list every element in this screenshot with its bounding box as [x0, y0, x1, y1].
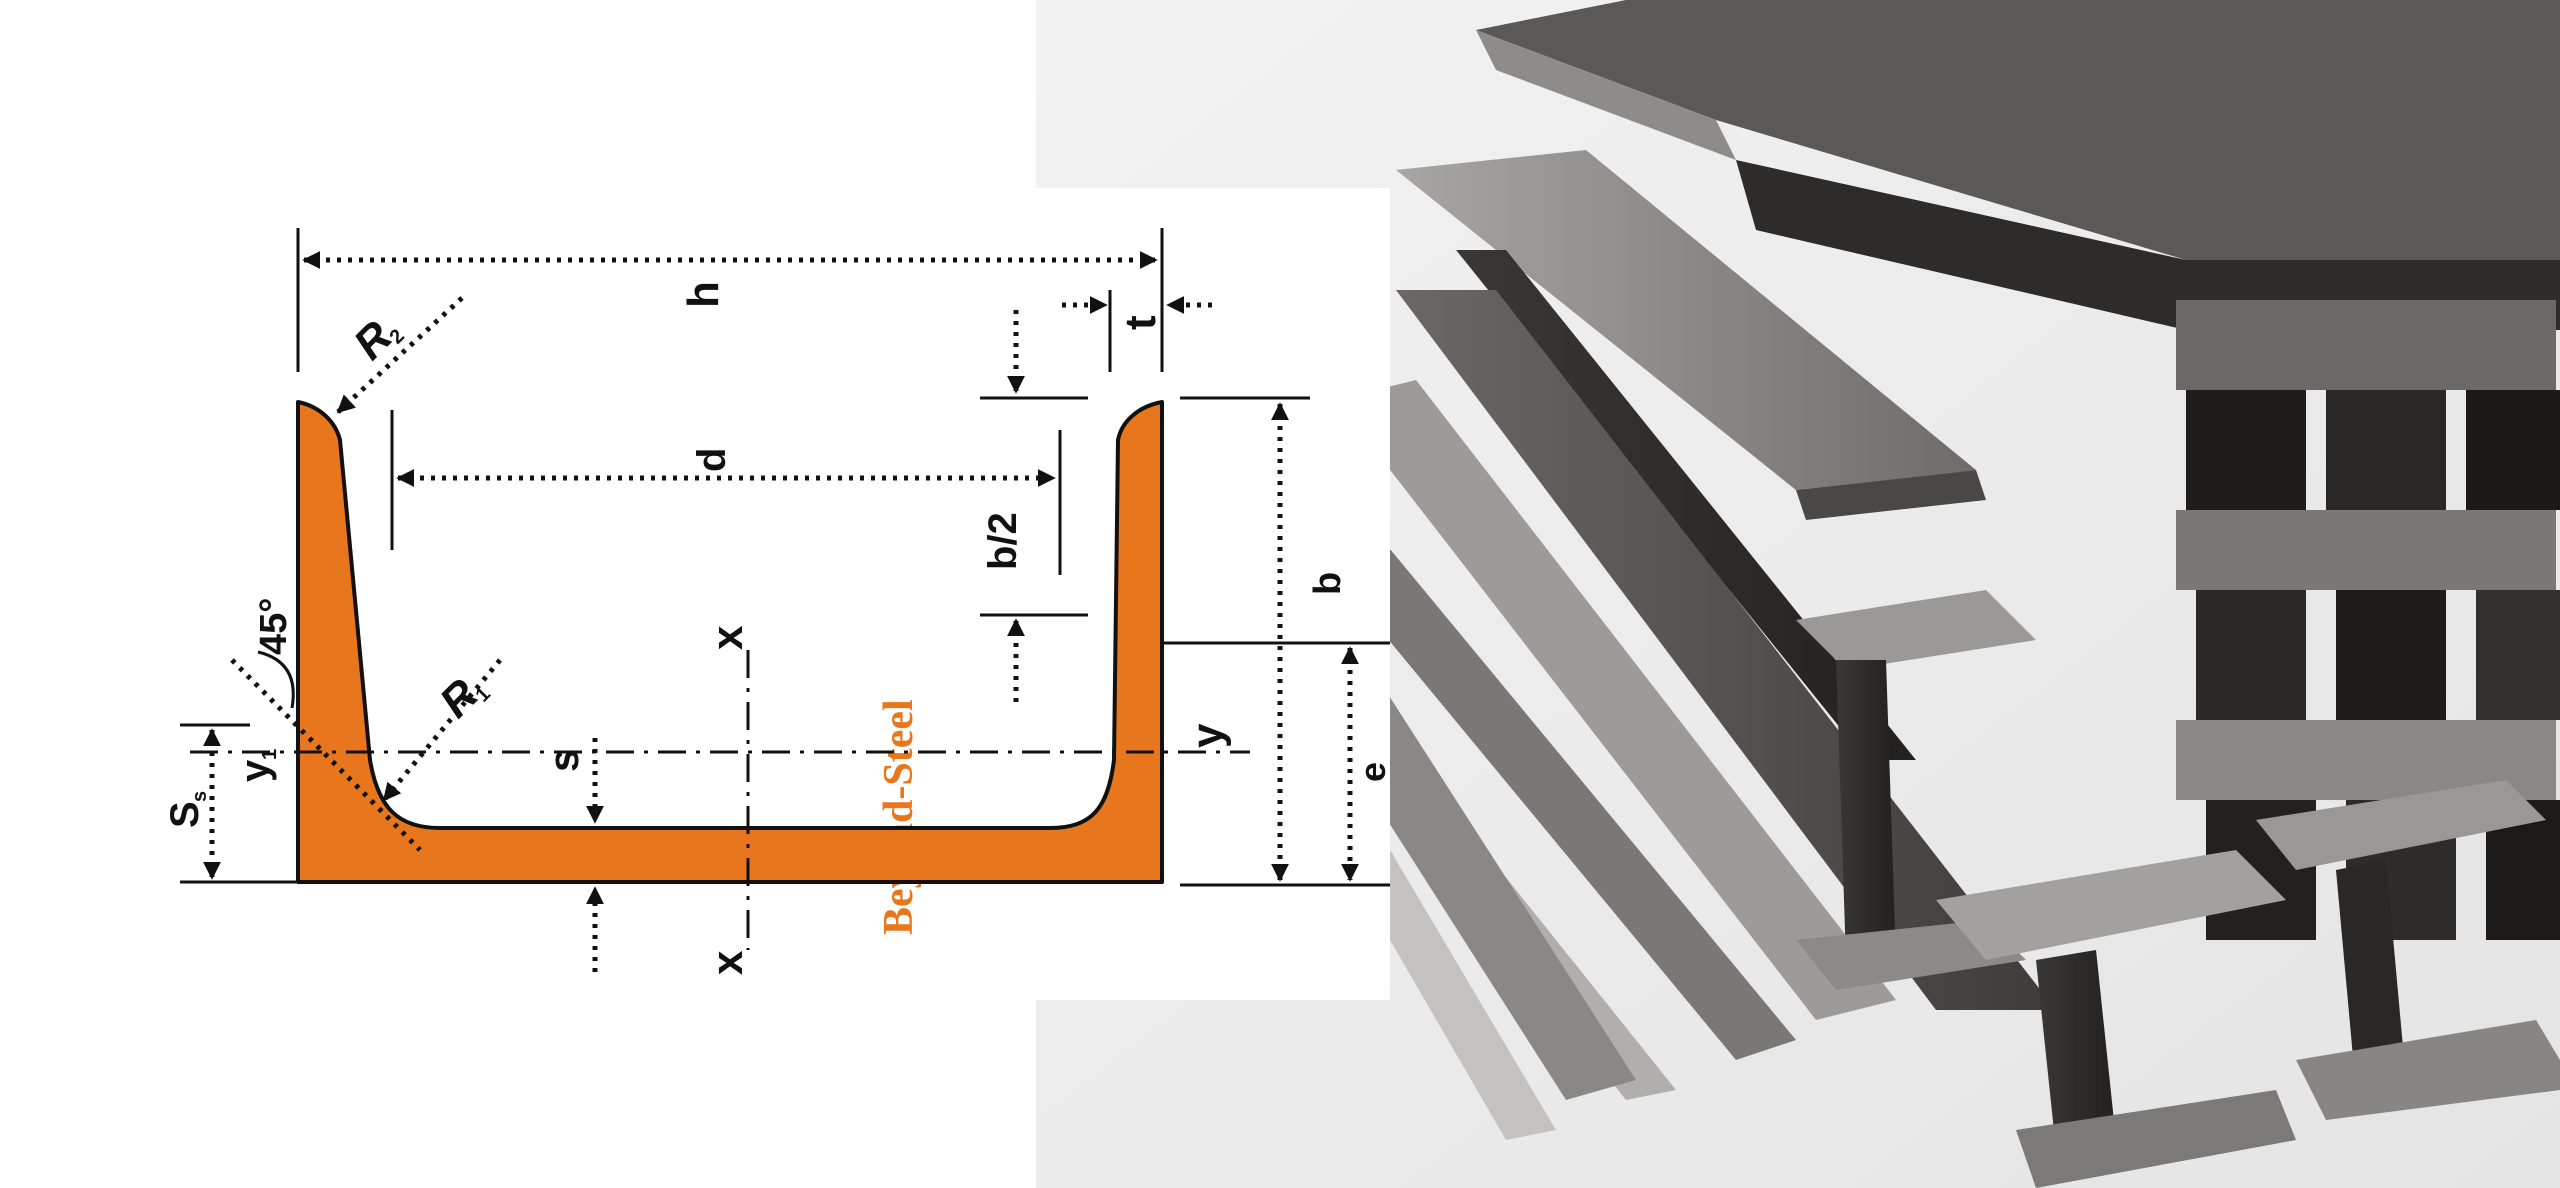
label-y: y	[1183, 723, 1232, 748]
svg-text:S: S	[163, 801, 207, 828]
watermark-text: Beyond-Steel	[876, 699, 922, 935]
label-s: s	[540, 749, 587, 772]
label-x-top: x	[703, 625, 752, 650]
label-d: d	[690, 448, 734, 472]
label-y1: y 1	[233, 749, 281, 782]
label-t: t	[1116, 315, 1165, 330]
channel-profile	[296, 400, 1164, 884]
diagram-panel	[0, 0, 1036, 1188]
r1-leader	[382, 658, 502, 802]
svg-text:s: s	[189, 791, 211, 802]
label-x-bottom: x	[703, 950, 752, 975]
slope-line	[230, 658, 422, 852]
label-h: h	[679, 281, 728, 308]
extension-lines	[180, 228, 1390, 887]
label-ss: S s	[163, 791, 211, 828]
label-b: b	[1307, 572, 1349, 595]
dimension-lines	[203, 251, 1359, 972]
svg-text:y: y	[233, 759, 277, 782]
label-b-half: b/2	[981, 512, 1025, 570]
svg-text:1: 1	[259, 749, 281, 760]
label-e: e	[1352, 762, 1390, 782]
channel-section-diagram: Beyond-Steel h	[0, 0, 1390, 1188]
angle-arc	[257, 650, 295, 709]
label-angle: 45°	[253, 598, 295, 655]
